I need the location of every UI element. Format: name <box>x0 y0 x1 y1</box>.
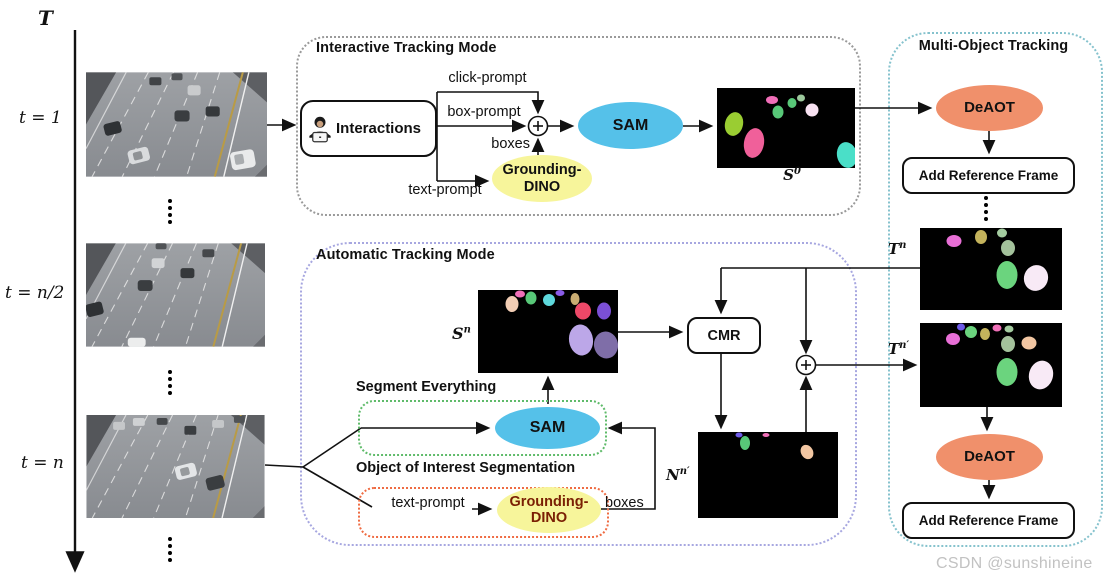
user-interaction-icon <box>305 114 335 144</box>
automatic-tracking-panel <box>300 242 857 546</box>
automatic-panel-title: Automatic Tracking Mode <box>316 247 495 263</box>
mask-sn-base: S <box>452 324 464 343</box>
text-prompt-label-automatic: text-prompt <box>391 495 465 511</box>
timeline-ellipsis-2 <box>168 370 172 395</box>
frame-label-tn2: t = n/2 <box>5 283 65 303</box>
mask-tn-prime-label: Tn′ <box>888 340 909 358</box>
boxes-label-interactive: boxes <box>491 136 530 152</box>
mask-s0-sup: 0 <box>793 166 801 177</box>
object-of-interest-label: Object of Interest Segmentation <box>356 460 576 476</box>
mask-tn-prime-image <box>920 323 1062 407</box>
mask-s0-label: S0 <box>772 166 812 184</box>
mask-sn-image <box>478 290 618 373</box>
mask-tn-base: T <box>888 240 900 258</box>
text-prompt-label-interactive: text-prompt <box>408 182 482 198</box>
add-reference-frame-box-1: Add Reference Frame <box>902 157 1075 194</box>
gdino1-line2: DINO <box>523 178 561 195</box>
mask-nn-label: Nn′ <box>666 466 690 484</box>
mask-tnp-sup: n′ <box>899 340 910 351</box>
gdino2-line2: DINO <box>530 510 568 526</box>
video-frame-3 <box>86 415 265 518</box>
mask-nn-sup: n′ <box>679 466 690 477</box>
boxes-label-automatic: boxes <box>605 495 644 511</box>
multi-object-tracking-panel <box>888 32 1103 547</box>
csdn-watermark: CSDN @sunshineine <box>936 555 1093 572</box>
mask-tnp-base: T <box>888 340 900 358</box>
time-axis-arrow <box>65 30 85 573</box>
gdino1-line1: Grounding- <box>502 162 582 179</box>
timeline-ellipsis-3 <box>168 537 172 562</box>
timeline-ellipsis-1 <box>168 199 172 224</box>
mask-s0-base: S <box>783 166 794 184</box>
mask-tn-sup: n <box>899 240 907 251</box>
mask-s0-image <box>717 88 855 168</box>
frame-label-t1: t = 1 <box>19 108 62 128</box>
mot-panel-title: Multi-Object Tracking <box>918 38 1069 54</box>
interactions-label: Interactions <box>336 120 422 137</box>
mask-sn-sup: n <box>463 324 471 336</box>
object-of-interest-box <box>358 487 609 538</box>
mask-nn-image <box>698 432 838 518</box>
interactive-tracking-panel <box>296 36 861 216</box>
sam-node-automatic: SAM <box>495 407 600 449</box>
video-frame-1 <box>86 72 267 177</box>
video-frame-2 <box>86 243 265 347</box>
grounding-dino-node-automatic: Grounding-DINO <box>497 487 601 533</box>
mask-sn-label: Sn <box>452 324 471 343</box>
segment-everything-label: Segment Everything <box>356 379 497 395</box>
mask-tn-label: Tn <box>888 240 906 258</box>
add-reference-frame-box-2: Add Reference Frame <box>902 502 1075 539</box>
deaot-node-2: DeAOT <box>936 434 1043 480</box>
gdino2-line1: Grounding- <box>509 493 589 510</box>
segment-everything-box <box>358 400 607 456</box>
click-prompt-label: click-prompt <box>448 70 527 86</box>
box-prompt-label: box-prompt <box>447 104 521 120</box>
deaot-node-1: DeAOT <box>936 85 1043 131</box>
frame-label-tn: t = n <box>21 453 64 473</box>
sum-node-icons <box>527 115 817 376</box>
time-axis-label: T <box>38 6 53 30</box>
mask-tn-image <box>920 228 1062 310</box>
interactive-panel-title: Interactive Tracking Mode <box>316 40 497 56</box>
grounding-dino-node-interactive: Grounding-DINO <box>492 155 592 202</box>
interactions-box: Interactions <box>300 100 437 157</box>
mask-nn-base: N <box>666 466 680 484</box>
mot-ellipsis <box>984 196 988 221</box>
cmr-box: CMR <box>687 317 761 354</box>
sam-node-interactive: SAM <box>578 102 683 149</box>
